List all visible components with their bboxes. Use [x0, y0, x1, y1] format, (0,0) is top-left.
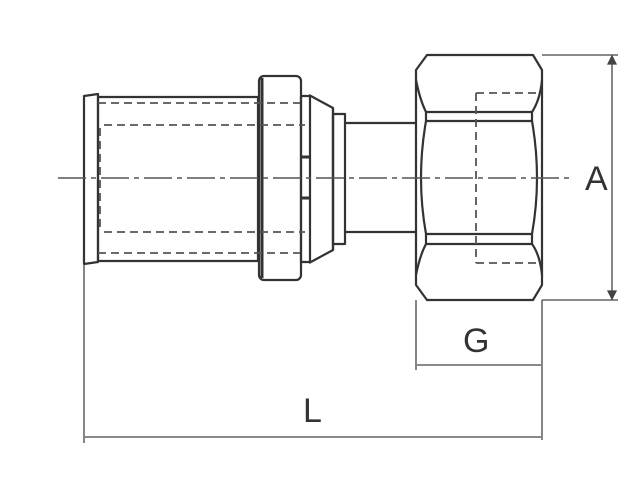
dimension-label-a: A — [585, 160, 608, 198]
dimension-g — [415, 300, 543, 440]
hidden-lines — [98, 92, 540, 264]
ring — [299, 94, 312, 264]
dimension-l — [83, 264, 541, 443]
dimension-label-l: L — [303, 392, 322, 430]
dimension-a — [542, 54, 618, 301]
neck — [345, 121, 416, 234]
pipe-body — [82, 92, 260, 266]
cone — [308, 94, 335, 264]
dimension-label-g: G — [463, 322, 490, 360]
small-flange — [331, 112, 347, 246]
hex-nut — [414, 53, 544, 302]
